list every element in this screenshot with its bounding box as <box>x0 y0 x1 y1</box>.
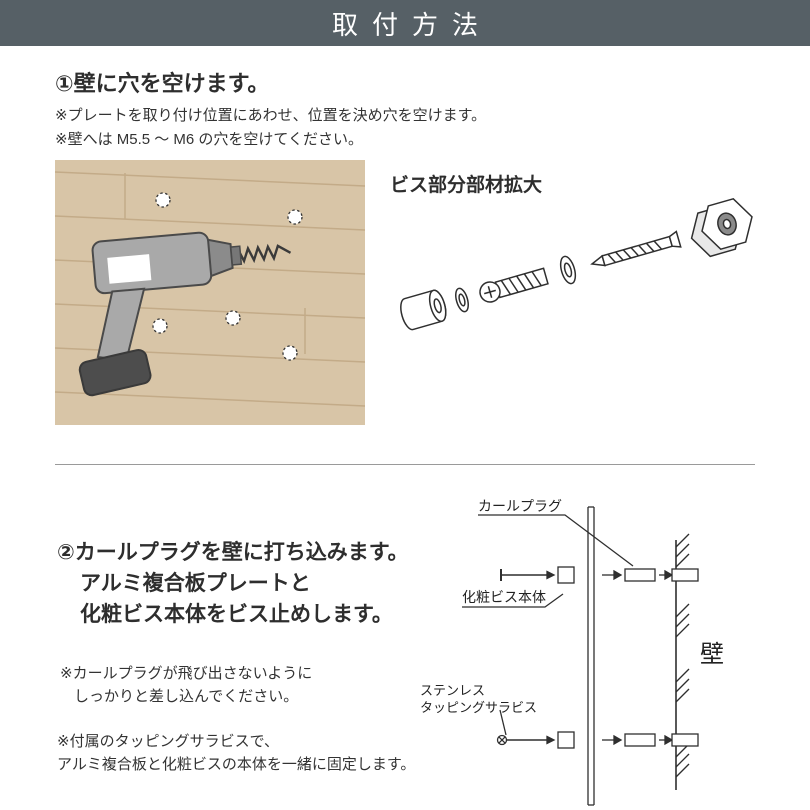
machine-screw-part <box>479 267 549 303</box>
curl-plug-leader-line <box>478 514 634 567</box>
tapping-screw-part <box>590 230 682 267</box>
drill-label-plate <box>107 254 152 284</box>
wall-line <box>675 533 690 790</box>
wall-installation-schematic <box>462 506 699 806</box>
tapping-screw-label-line2: タッピングサラビス <box>420 700 538 715</box>
drill-bit <box>236 243 292 265</box>
drill-wall-illustration <box>55 160 365 425</box>
washer-small-part <box>455 287 469 313</box>
arrow-icon <box>613 569 623 581</box>
screw-body-leader-line <box>462 593 564 608</box>
drill-battery <box>78 348 152 397</box>
screw-tip <box>546 735 556 745</box>
step1-note-2: ※壁へは M5.5 ～ M6 の穴を空けてください。 <box>55 131 363 148</box>
top-row-assembly <box>500 566 699 584</box>
arrow-icon <box>613 734 623 746</box>
step2-note1-line2: しっかりと差し込んでください。 <box>74 688 299 705</box>
wall-label: 壁 <box>700 641 724 668</box>
plate-lines <box>587 506 595 806</box>
step1-heading: ①壁に穴を空けます。 <box>55 71 270 96</box>
bottom-row-assembly <box>496 731 699 749</box>
tapping-screw-leader-line <box>499 709 507 736</box>
plug-in-wall-rect <box>671 568 699 582</box>
section-divider <box>55 464 755 465</box>
drill-icon <box>78 231 292 397</box>
step2-heading-line2: アルミ複合板プレートと <box>80 572 311 595</box>
step2-note1-line1: ※カールプラグが飛び出さないように <box>60 665 313 682</box>
parts-enlarged-heading: ビス部分部材拡大 <box>390 175 543 196</box>
washer-large-part <box>559 255 577 285</box>
arrow-icon <box>664 734 674 746</box>
plug-in-wall-rect <box>671 733 699 747</box>
step1-note-1: ※プレートを取り付け位置にあわせ、位置を決め穴を空けます。 <box>55 107 487 124</box>
screw-parts-exploded-diagram <box>400 197 753 331</box>
screw-tip <box>546 570 556 580</box>
step2-note2-line2: アルミ複合板と化粧ビスの本体を一緒に固定します。 <box>57 756 416 773</box>
step2-note2-line1: ※付属のタッピングサラビスで、 <box>57 733 279 750</box>
page-title-bar: 取付方法 <box>0 0 810 46</box>
arrow-icon <box>664 569 674 581</box>
cap-part <box>400 289 447 331</box>
curl-plug-rect <box>624 568 656 582</box>
screw-body-label: 化粧ビス本体 <box>462 589 546 605</box>
hex-nut-part <box>690 197 753 258</box>
curl-plug-rect <box>624 733 656 747</box>
screw-body-square <box>557 566 575 584</box>
pilot-hole-marks <box>152 192 303 361</box>
step2-heading-line3: 化粧ビス本体をビス止めします。 <box>80 603 393 626</box>
tapping-screw-label-line1: ステンレス <box>420 683 486 698</box>
page-title: 取付方法 <box>331 9 492 40</box>
curl-plug-label: カールプラグ <box>478 498 562 514</box>
step2-heading-line1: ②カールプラグを壁に打ち込みます。 <box>57 541 409 564</box>
screw-body-square <box>557 731 575 749</box>
